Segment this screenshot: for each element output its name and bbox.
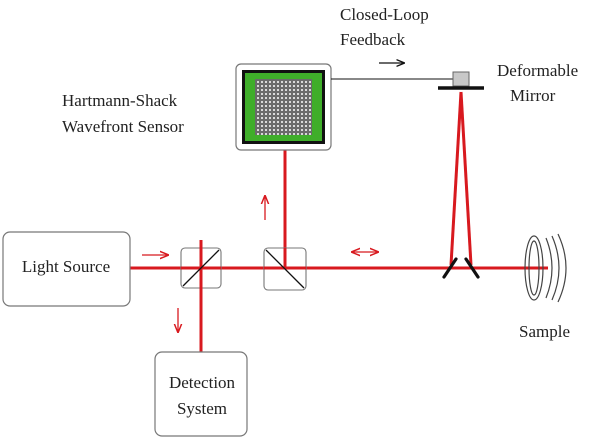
fold-mirror-right bbox=[464, 257, 480, 279]
mirror-actuator-block bbox=[452, 71, 470, 87]
sensor-label-line2: Wavefront Sensor bbox=[62, 117, 184, 136]
detection-label-line1: Detection bbox=[169, 373, 236, 392]
sensor-spot-glow bbox=[255, 79, 312, 135]
beamsplitter-2-diagonal bbox=[265, 249, 305, 289]
sample-lens-outer bbox=[524, 235, 544, 301]
sample-arc-1 bbox=[545, 237, 553, 299]
deformable-mirror: Deformable Mirror bbox=[438, 61, 578, 105]
beamsplitter-2 bbox=[263, 247, 307, 291]
sample-label: Sample bbox=[519, 322, 570, 341]
wavefront-sensor: Hartmann-Shack Wavefront Sensor bbox=[62, 63, 332, 151]
detection-system: Detection System bbox=[154, 351, 248, 437]
sensor-spot-grid bbox=[255, 79, 312, 135]
fold-mirror-left bbox=[442, 257, 458, 279]
closed-loop-feedback: Closed-Loop Feedback bbox=[331, 5, 453, 80]
feedback-label-line2: Feedback bbox=[340, 30, 406, 49]
beamsplitter-1-diagonal bbox=[182, 249, 220, 287]
mirror-beam-right bbox=[459, 91, 473, 266]
mirror-label-line1: Deformable bbox=[497, 61, 578, 80]
mirror-beam-left bbox=[449, 91, 463, 266]
sample-arc-3 bbox=[557, 233, 567, 303]
detection-system-box bbox=[154, 351, 248, 437]
feedback-label-line1: Closed-Loop bbox=[340, 5, 429, 24]
sample: Sample bbox=[519, 233, 570, 341]
light-source: Light Source bbox=[2, 231, 131, 307]
beamsplitter-1 bbox=[180, 240, 222, 296]
detection-label-line2: System bbox=[177, 399, 227, 418]
sample-arc-2 bbox=[551, 235, 560, 301]
sensor-label-line1: Hartmann-Shack bbox=[62, 91, 178, 110]
sample-lens-inner bbox=[528, 240, 540, 296]
light-source-box bbox=[2, 231, 131, 307]
beam-paths bbox=[130, 91, 548, 354]
direction-arrows bbox=[142, 196, 378, 332]
mirror-label-line2: Mirror bbox=[510, 86, 556, 105]
light-source-label: Light Source bbox=[22, 257, 110, 276]
fold-mirrors bbox=[442, 257, 480, 279]
